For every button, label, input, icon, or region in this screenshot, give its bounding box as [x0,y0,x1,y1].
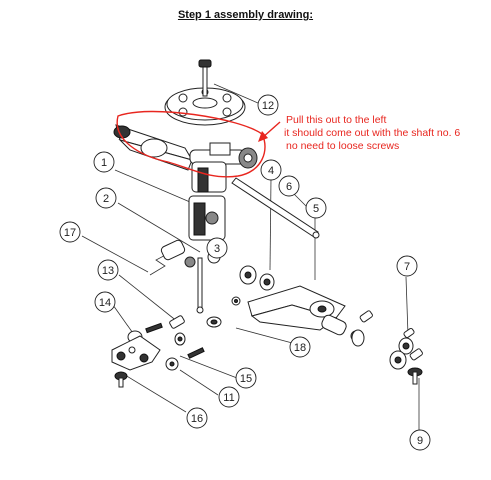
part-4-bushings [239,265,275,291]
arrow-head [258,131,268,142]
callout-15-label: 15 [240,373,252,385]
callout-17-label: 17 [64,227,76,239]
page-title: Step 1 assembly drawing: [0,9,491,21]
part-14-bellcrank [111,322,163,371]
callout-7-label: 7 [404,261,410,273]
callout-2-label: 2 [103,193,109,205]
part-6-shaft [231,177,320,239]
part-18-ring [231,296,241,306]
title-text: Step 1 assembly drawing [177,9,310,21]
part-2-block [188,161,227,241]
part-7-ball-link [351,310,423,370]
callout-15: 15 [235,367,257,389]
callout-13: 13 [97,259,119,281]
callout-16-label: 16 [191,413,203,425]
callout-7: 7 [396,255,418,277]
highlight-outline [116,110,266,178]
annotation-line-3: no need to loose screws [286,140,399,152]
callout-11-label: 11 [223,392,234,404]
part-1-upper-arm [113,124,258,171]
callout-18: 18 [289,336,311,358]
callout-9-label: 9 [417,435,423,447]
callout-16: 16 [186,407,208,429]
callout-14-label: 14 [99,297,111,309]
part-5-lower-arm [247,285,362,342]
annotation-line-2: it should come out with the shaft no. 6 [284,127,460,139]
part-9-screw [407,367,423,385]
callout-3-label: 3 [214,243,220,255]
callout-17: 17 [59,221,81,243]
title-suffix: : [309,9,314,21]
callout-6: 6 [278,175,300,197]
callout-3: 3 [206,237,228,259]
callout-11: 11 [218,386,240,408]
callout-12: 12 [257,94,279,116]
callout-6-label: 6 [286,181,292,193]
callout-1-label: 1 [101,157,107,169]
callout-1: 1 [93,151,115,173]
part-13-bushing [169,315,186,346]
part-12-screw [198,59,212,97]
callout-5: 5 [305,197,327,219]
callout-13-label: 13 [102,265,114,277]
part-16-screw [114,371,128,388]
callout-4-label: 4 [268,165,274,177]
part-11-bushing [165,357,179,371]
callout-18-label: 18 [294,342,306,354]
part-15-pin [187,347,205,359]
part-12-disc [164,87,246,126]
callout-4: 4 [260,159,282,181]
annotation-line-1: Pull this out to the left [286,114,386,126]
callout-14: 14 [94,291,116,313]
highlight-annotation: Pull this out to the left it should come… [116,110,460,178]
callout-2: 2 [95,187,117,209]
callout-12-label: 12 [262,100,274,112]
callout-9: 9 [409,429,431,451]
callout-5-label: 5 [313,203,319,215]
